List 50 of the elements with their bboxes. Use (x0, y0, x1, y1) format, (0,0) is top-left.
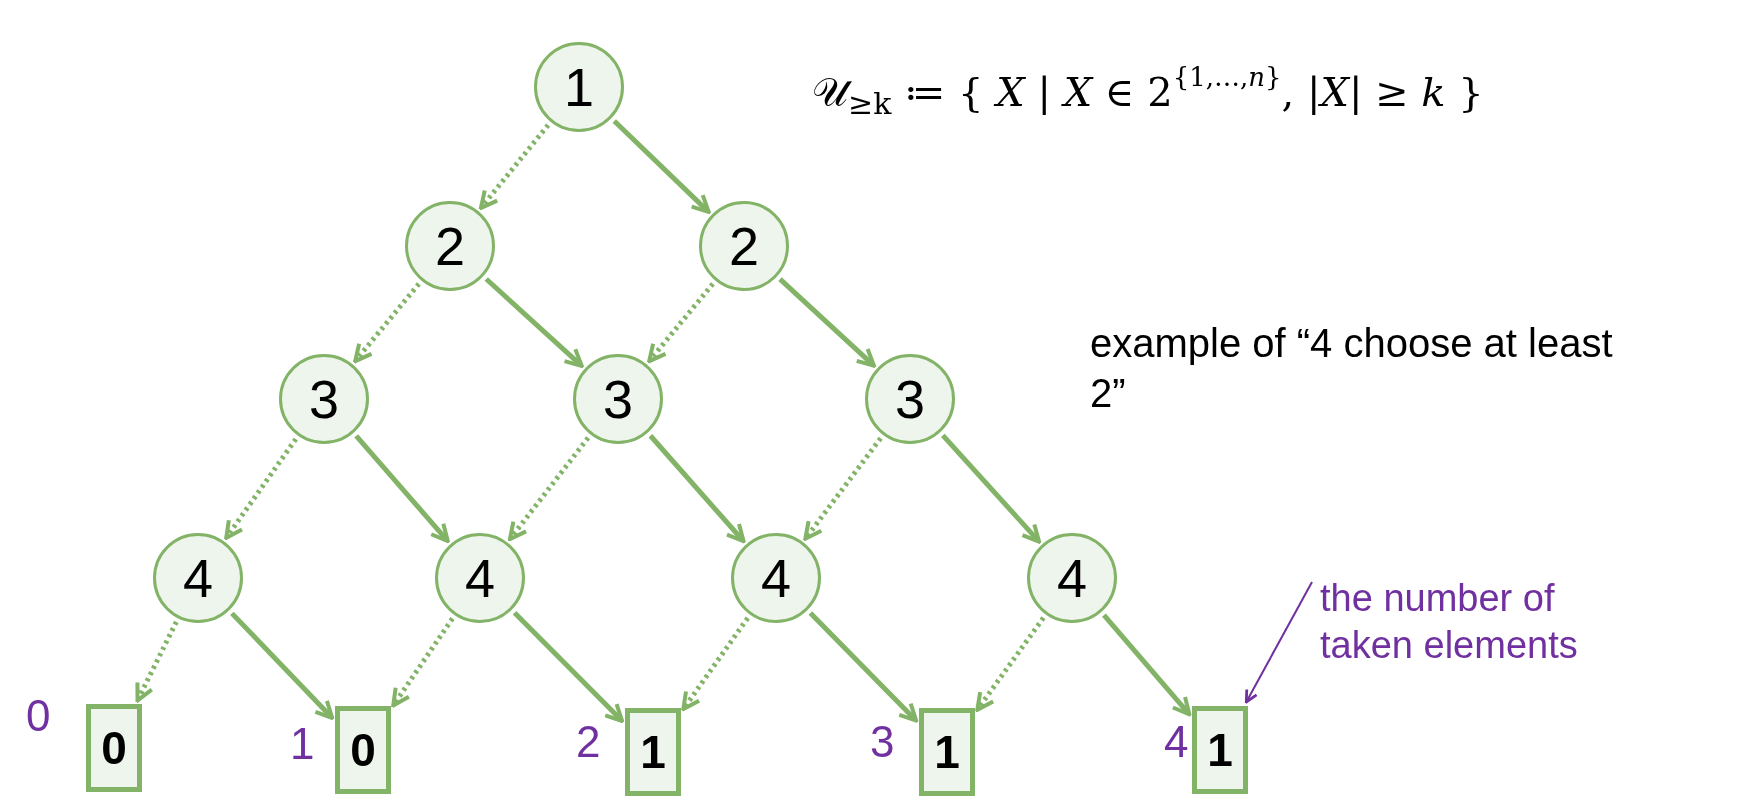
leaf-box (919, 708, 975, 796)
arrow (1102, 613, 1192, 717)
arrow (681, 616, 750, 712)
arrow (778, 277, 876, 368)
leaf-box (335, 706, 391, 794)
arrow (512, 611, 625, 723)
formula: , |X| ≥ k } (1281, 68, 1484, 117)
arrow (941, 433, 1042, 544)
arrow (803, 436, 883, 541)
node-label: 1 (934, 729, 960, 775)
arrow (975, 616, 1046, 712)
count-label: 1 (290, 722, 315, 766)
node-label: 1 (1207, 727, 1233, 773)
node-label: 2 (728, 219, 759, 273)
node-label: 1 (640, 729, 666, 775)
count-label: 4 (1164, 720, 1189, 764)
node-label: 1 (563, 60, 594, 114)
arrow (612, 119, 711, 214)
arrow (478, 123, 551, 210)
arrow (1244, 581, 1313, 704)
node-label: 4 (182, 551, 213, 605)
node-label: 4 (760, 551, 791, 605)
node-label: 3 (894, 372, 925, 426)
caption-text: example of “4 choose at least 2” (1090, 320, 1614, 417)
annotation-text: the number of taken elements (1320, 575, 1579, 668)
leaf-box (625, 708, 681, 796)
count-label: 3 (870, 720, 895, 764)
arrow (647, 282, 715, 364)
formula: 𝒰$_{≥k}$ ≔ { X | X ∈ 2 (812, 68, 1173, 122)
arrow (224, 437, 298, 540)
count-label: 2 (576, 720, 601, 764)
node-label: 2 (434, 219, 465, 273)
arrow (507, 436, 591, 542)
node-label: 4 (464, 551, 495, 605)
leaf-box (86, 704, 142, 792)
node-label: 4 (1056, 551, 1087, 605)
arrow (353, 282, 421, 364)
node-label: 0 (350, 727, 376, 773)
formula-superscript: {1,…,n} (1172, 61, 1282, 94)
node-label: 0 (101, 725, 127, 771)
leaf-box (1192, 706, 1248, 794)
arrow (230, 611, 335, 720)
count-label: 0 (26, 694, 51, 738)
arrow (484, 277, 584, 368)
arrow (808, 611, 919, 723)
arrow (648, 434, 746, 544)
node-label: 3 (602, 372, 633, 426)
arrow (354, 434, 450, 544)
arrow (391, 617, 455, 708)
node-label: 3 (308, 372, 339, 426)
